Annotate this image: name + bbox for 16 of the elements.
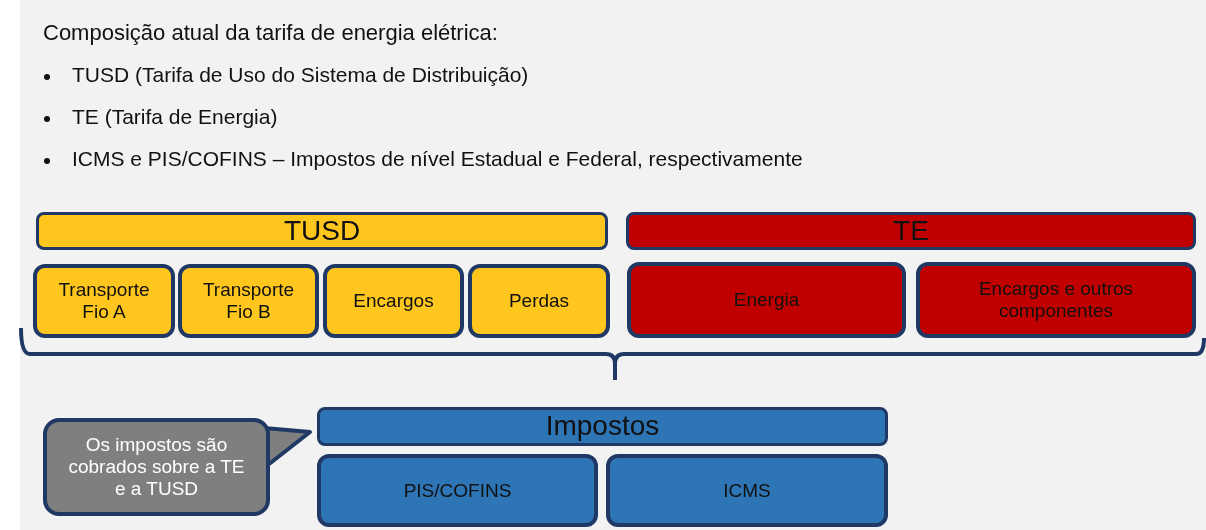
component-box: ICMS	[606, 454, 888, 527]
component-box: PIS/COFINS	[317, 454, 598, 527]
bullet-item: ICMS e PIS/COFINS – Impostos de nível Estadual e Federal, respectivamente	[72, 147, 803, 171]
category-header: TE	[626, 212, 1196, 250]
component-box: Perdas	[468, 264, 610, 338]
bullet-item: TUSD (Tarifa de Uso do Sistema de Distribuição)	[72, 63, 529, 87]
component-box: Encargos	[323, 264, 464, 338]
bullet-item: TE (Tarifa de Energia)	[72, 105, 278, 129]
component-box: Energia	[627, 262, 906, 338]
category-header: TUSD	[36, 212, 608, 250]
component-box: Transporte Fio A	[33, 264, 175, 338]
heading: Composição atual da tarifa de energia elétrica:	[43, 20, 498, 46]
component-box: Transporte Fio B	[178, 264, 319, 338]
callout-bubble: Os impostos são cobrados sobre a TE e a TUSD	[43, 418, 270, 516]
category-header: Impostos	[317, 407, 888, 446]
component-box: Encargos e outros componentes	[916, 262, 1196, 338]
